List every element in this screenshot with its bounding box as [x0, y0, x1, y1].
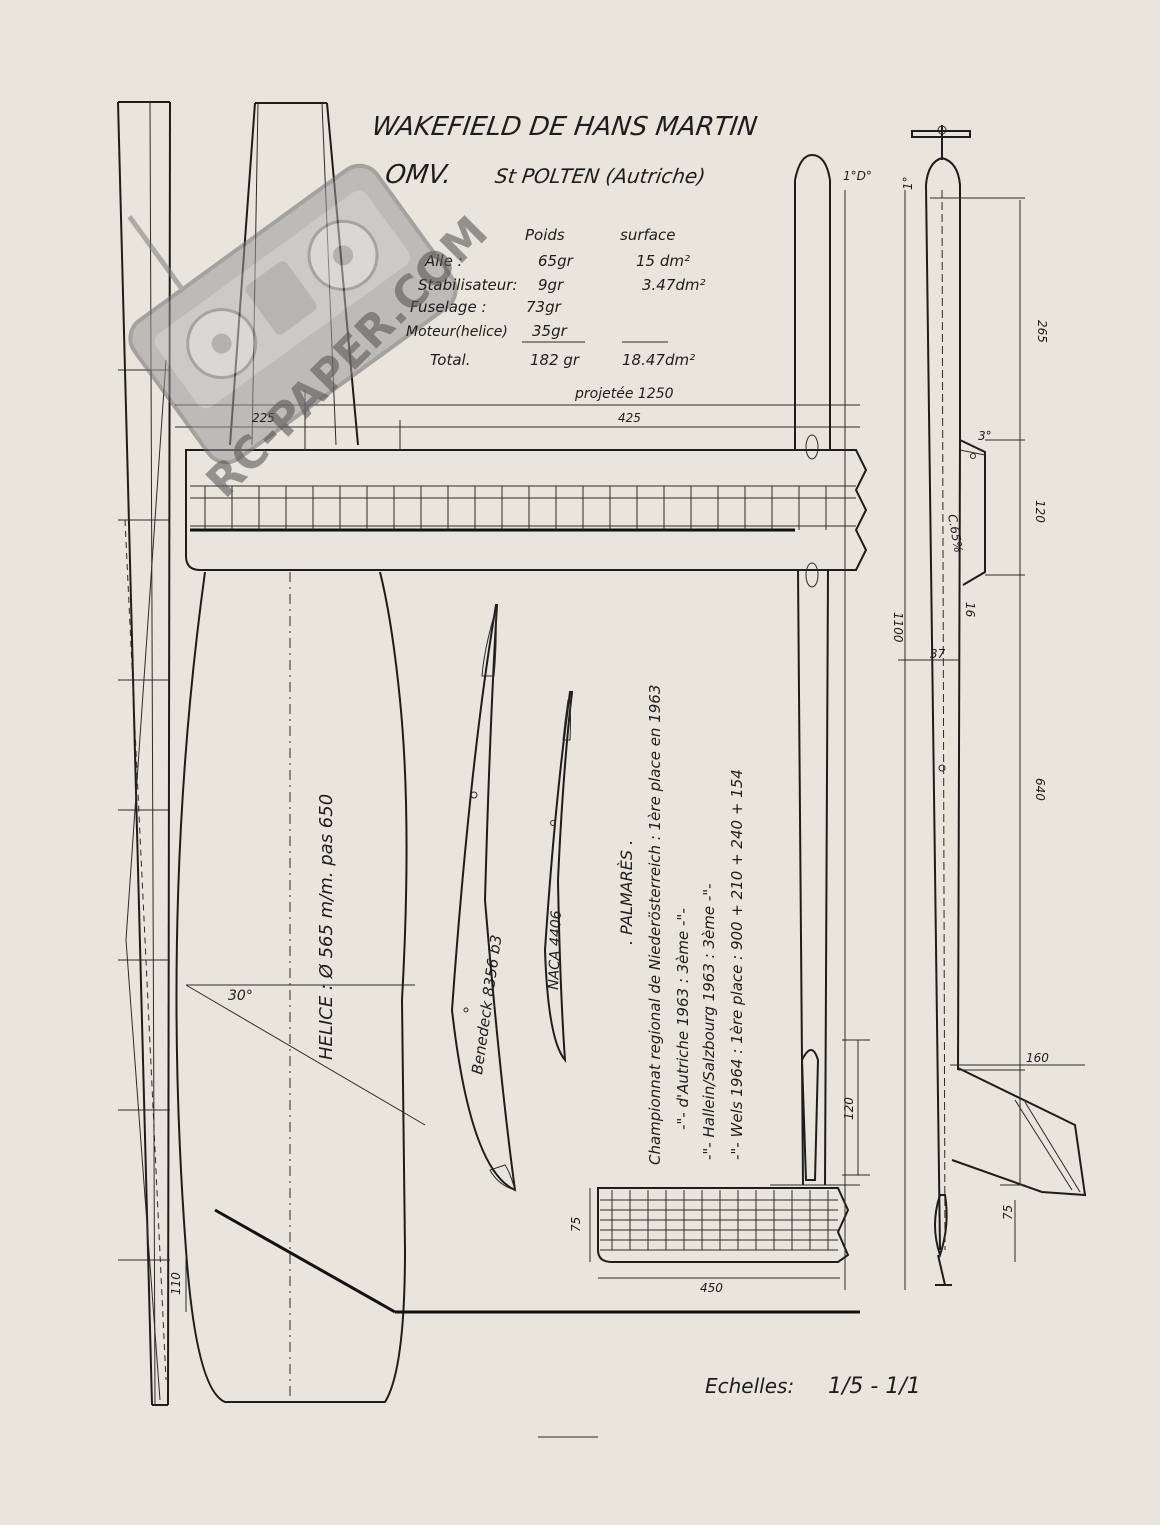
- row-surface-total: 18.47dm²: [622, 351, 695, 369]
- airfoil-naca: [543, 691, 574, 1063]
- stabilizer: [589, 1187, 850, 1279]
- scale-value: 1/5 - 1/1: [828, 1374, 921, 1399]
- dim-640: 640: [1033, 778, 1047, 801]
- palmares-line-3: -"- Hallein/Salzbourg 1963 : 3ème -"-: [700, 883, 718, 1160]
- dim-265: 265: [1035, 320, 1049, 343]
- fuselage-top-view: [770, 153, 860, 1186]
- dimension-lines: [842, 190, 1085, 1290]
- title-line-2-left: OMV.: [383, 160, 453, 190]
- row-label-total: Total.: [430, 351, 471, 369]
- dim-37: 37: [930, 647, 946, 661]
- row-label-moteur: Moteur(helice): [406, 324, 508, 340]
- watermark-badge: [127, 163, 458, 465]
- row-poids-moteur: 35gr: [532, 322, 568, 340]
- dim-nose-deg: 1°: [901, 176, 915, 190]
- propeller-blade-outline: [175, 571, 860, 1403]
- title-line-1: WAKEFIELD DE HANS MARTIN: [370, 112, 759, 142]
- row-poids-aile: 65gr: [538, 252, 574, 270]
- wing-dim-425: 425: [618, 411, 641, 425]
- dim-16: 16: [963, 602, 977, 618]
- row-surface-stab: 3.47dm²: [642, 276, 706, 294]
- palmares-line-4: -"- Wels 1964 : 1ère place : 900 + 210 +…: [728, 769, 746, 1160]
- dim-1100: 1100: [891, 612, 905, 643]
- row-label-aile: Aile :: [424, 252, 463, 270]
- title-line-2-right: St POLTEN (Autriche): [494, 164, 707, 188]
- airfoil-benedeck: [450, 604, 517, 1192]
- palmares-line-2: -"- d'Autriche 1963 : 3ème -"-: [674, 908, 692, 1130]
- row-poids-total: 182 gr: [530, 351, 580, 369]
- wing-panel: [175, 390, 868, 571]
- propeller-angle: 30°: [228, 988, 253, 1004]
- palmares-line-1: Championnat regional de Niederösterreich…: [646, 685, 664, 1165]
- palmares-heading: . PALMARÈS .: [617, 840, 636, 945]
- header-surface: surface: [620, 226, 675, 244]
- stab-dim-450: 450: [700, 1281, 723, 1295]
- row-label-fuselage: Fuselage :: [410, 298, 487, 316]
- row-label-stab: Stabilisateur:: [418, 276, 517, 294]
- propeller-dim-110: 110: [169, 1272, 183, 1295]
- row-poids-stab: 9gr: [538, 276, 564, 294]
- stab-dim-75: 75: [569, 1217, 583, 1232]
- row-poids-fuselage: 73gr: [526, 298, 562, 316]
- wing-projected-label: projetée 1250: [574, 386, 674, 402]
- airfoil-naca-label: NACA 4406: [546, 910, 565, 990]
- wing-dim-225: 225: [252, 411, 275, 425]
- fuselage-side-strip: [117, 101, 171, 1406]
- dim-3deg: 3°: [978, 429, 992, 443]
- header-poids: Poids: [525, 226, 565, 244]
- row-surface-aile: 15 dm²: [636, 252, 690, 270]
- propeller-label: HELICE : Ø 565 m/m. pas 650: [316, 794, 337, 1060]
- fuselage-side-profile: [911, 125, 1087, 1286]
- dim-nose-angle: 1°D°: [843, 169, 872, 183]
- scale-label: Echelles:: [705, 1374, 794, 1398]
- dim-160: 160: [1026, 1051, 1049, 1065]
- dim-fin-120: 120: [842, 1097, 856, 1120]
- dim-75-right: 75: [1001, 1205, 1015, 1220]
- dim-120-top: 120: [1033, 500, 1047, 523]
- dim-c65: C.65%: [945, 513, 966, 554]
